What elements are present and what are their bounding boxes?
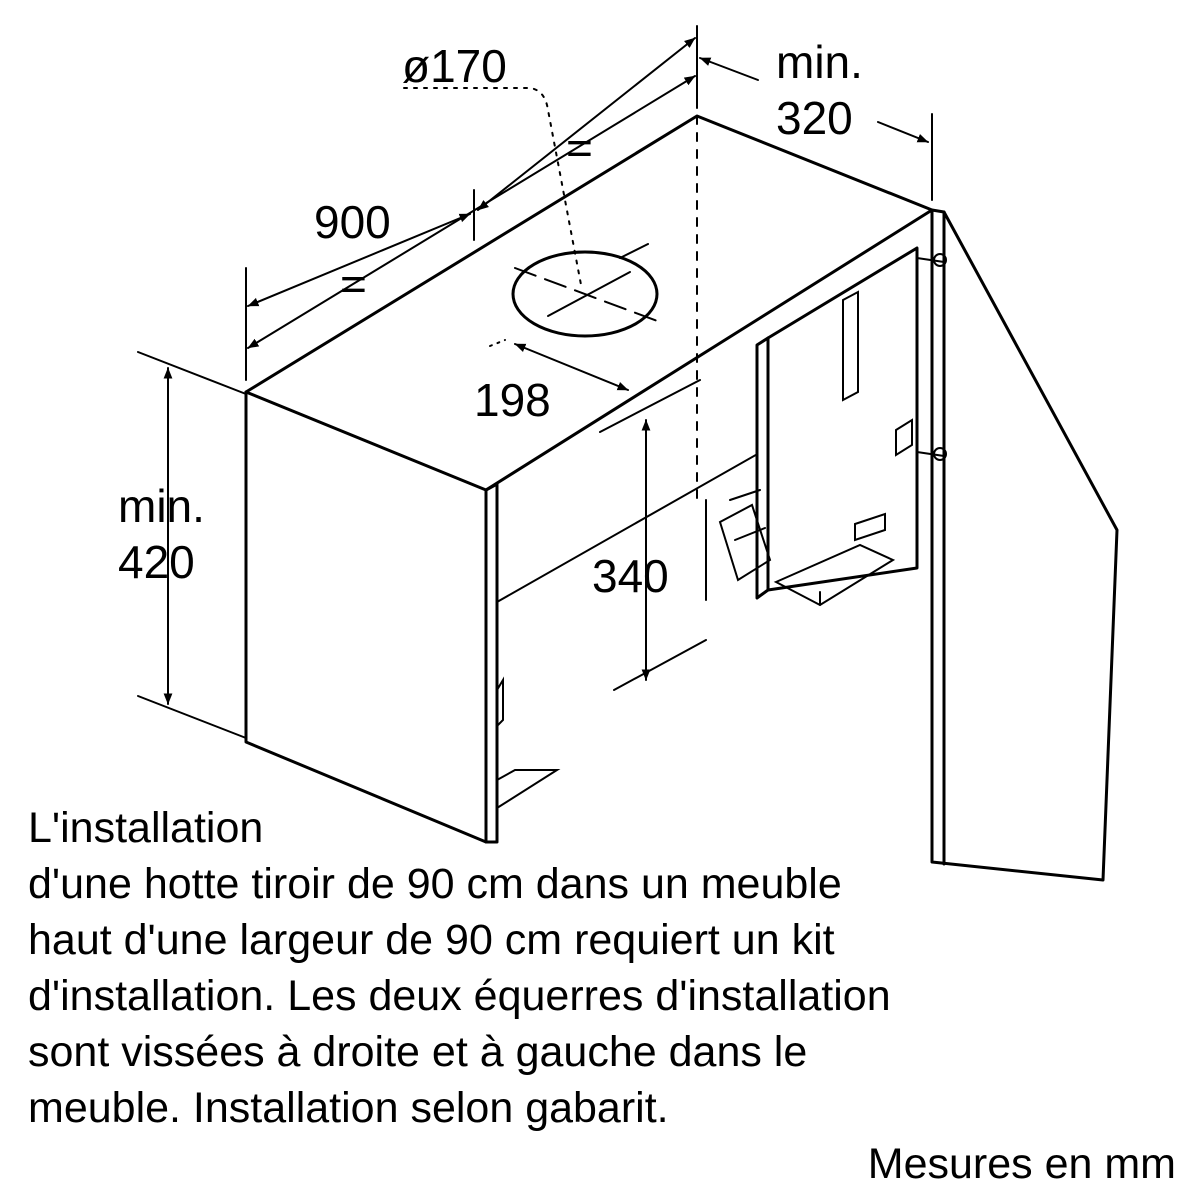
depth-dimension	[699, 57, 933, 201]
equal-mark-left: =	[340, 258, 367, 310]
duct-offset-label: 198	[474, 374, 551, 426]
note-line: sont vissées à droite et à gauche dans l…	[28, 1028, 808, 1076]
note-line: d'une hotte tiroir de 90 cm dans un meub…	[28, 860, 842, 908]
height-min-label: min.	[118, 480, 205, 532]
inner-height-label: 340	[592, 550, 669, 602]
depth-value-label: 320	[776, 92, 853, 144]
note-line: meuble. Installation selon gabarit.	[28, 1084, 669, 1132]
height-dimension	[137, 351, 247, 739]
cabinet-left-side	[244, 390, 499, 844]
cabinet-right-side	[718, 246, 919, 607]
equal-mark-right: =	[566, 122, 593, 174]
units-label: Mesures en mm	[867, 1140, 1176, 1188]
note-line: haut d'une largeur de 90 cm requiert un …	[28, 916, 835, 964]
width-label: 900	[314, 196, 391, 248]
duct-opening	[403, 87, 661, 338]
inner-height-dimension	[599, 379, 701, 681]
depth-min-label: min.	[776, 36, 863, 88]
note-line: L'installation	[28, 804, 264, 852]
note-line: d'installation. Les deux équerres d'inst…	[28, 972, 891, 1020]
height-value-label: 420	[118, 536, 195, 588]
duct-diameter-label: ø170	[402, 40, 507, 92]
width-dimension	[245, 25, 698, 381]
offset-dimension	[489, 339, 629, 391]
cabinet-interior	[496, 447, 769, 809]
cabinet-door	[916, 208, 1119, 882]
installation-note: L'installation d'une hotte tiroir de 90 …	[28, 800, 1158, 1136]
